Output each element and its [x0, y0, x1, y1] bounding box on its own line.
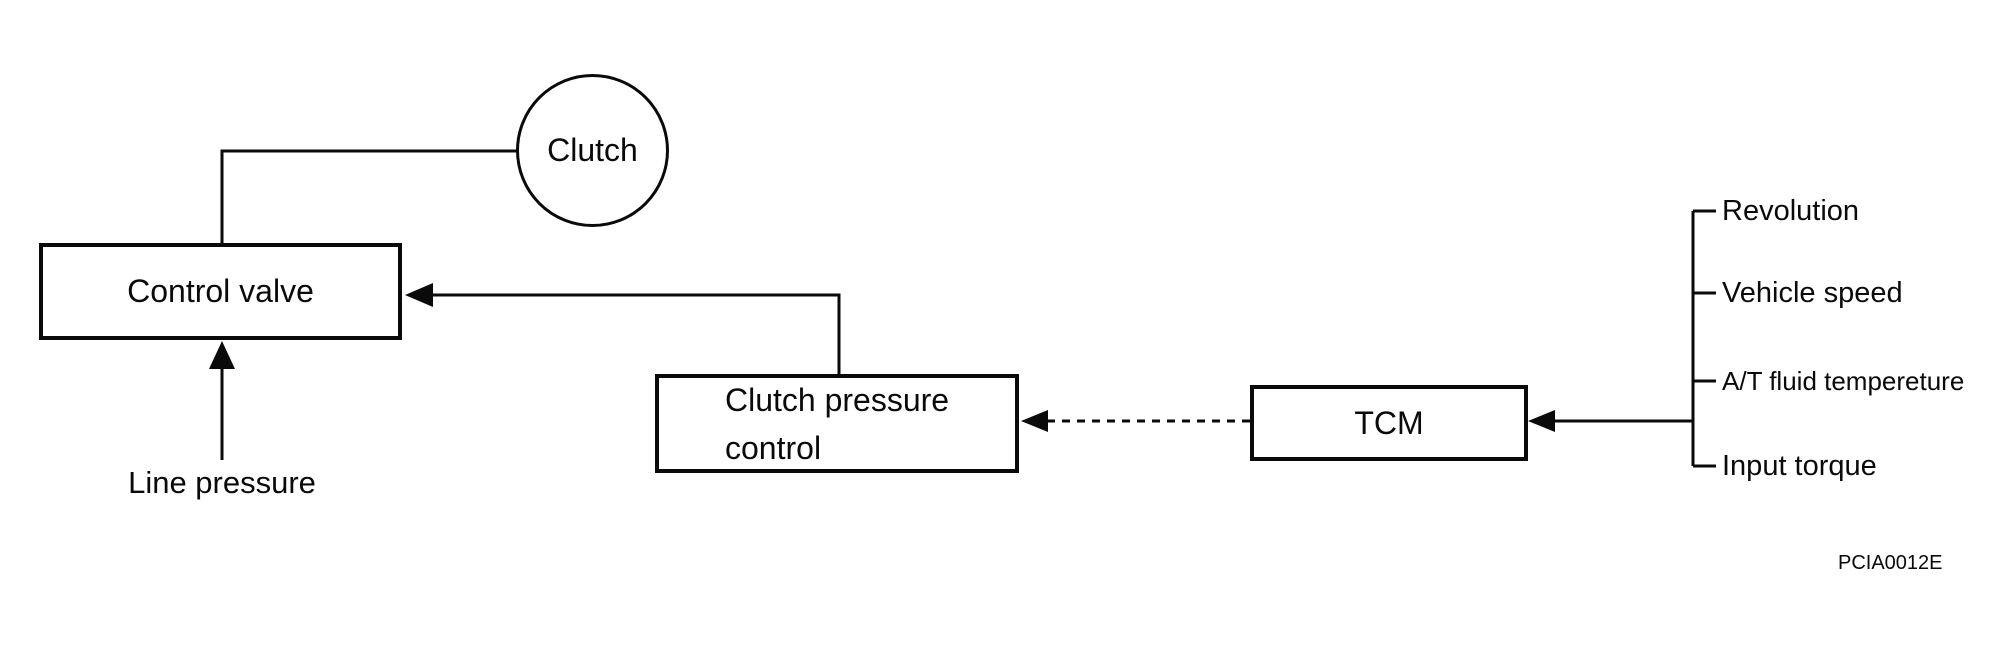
inputs-bracket: [1691, 209, 1716, 468]
node-tcm-label: TCM: [1354, 404, 1424, 441]
connector-cpc-to-control-valve: [405, 283, 841, 374]
connector-control-valve-to-clutch: [220, 149, 517, 243]
node-clutch-pressure-control-label: Clutch pressure control: [725, 381, 950, 466]
node-clutch-label: Clutch: [547, 132, 638, 169]
arrowhead-left-icon: [1528, 410, 1555, 432]
node-clutch: Clutch: [516, 74, 669, 227]
connector-inputs-to-tcm: [1528, 410, 1693, 432]
connector-tcm-to-cpc: [1021, 410, 1250, 432]
node-control-valve: Control valve: [39, 243, 402, 340]
input-label-vehicle-speed: Vehicle speed: [1722, 276, 1903, 309]
node-clutch-pressure-control: Clutch pressure control: [655, 374, 1019, 473]
connector-line-pressure-to-control-valve: [209, 341, 235, 460]
arrowhead-left-icon: [405, 283, 433, 307]
line-pressure-label: Line pressure: [128, 465, 316, 500]
input-label-at-fluid-temperature: A/T fluid tempereture: [1722, 365, 1965, 396]
input-label-revolution: Revolution: [1722, 194, 1860, 227]
input-label-input-torque: Input torque: [1722, 449, 1877, 482]
node-tcm: TCM: [1250, 385, 1528, 461]
figure-code: PCIA0012E: [1838, 551, 1943, 574]
arrowhead-left-icon: [1021, 410, 1048, 432]
node-control-valve-label: Control valve: [127, 273, 314, 310]
arrowhead-up-icon: [209, 341, 235, 369]
